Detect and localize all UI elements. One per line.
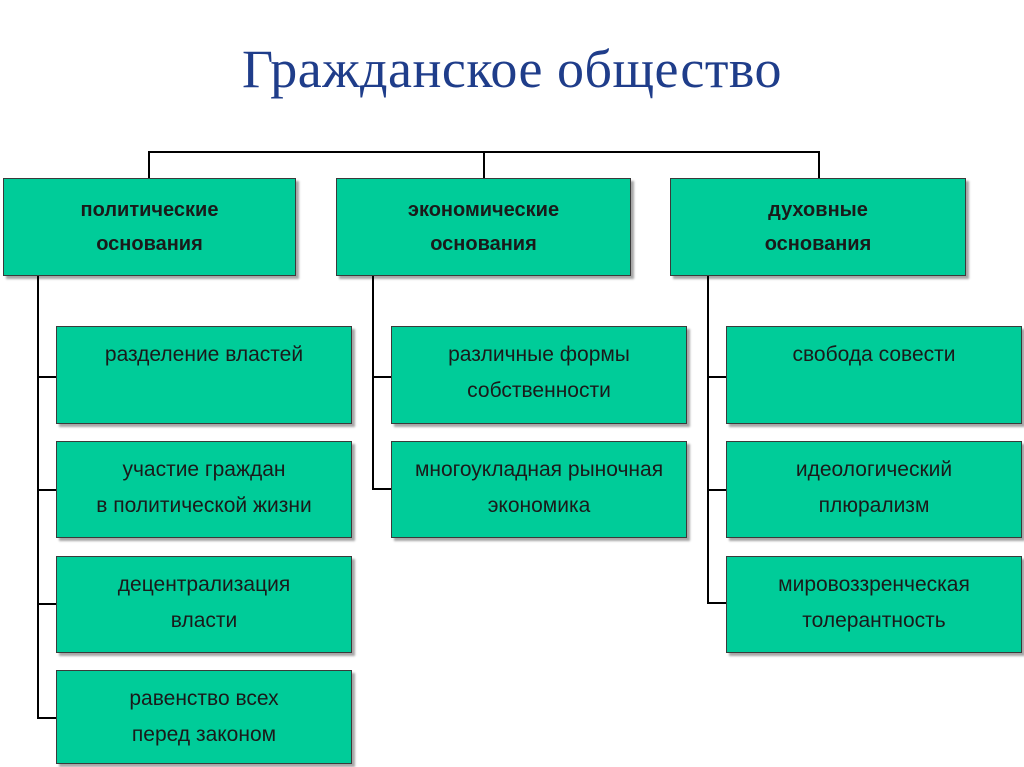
spine-economic: [372, 276, 374, 490]
political-item-4: равенство всех перед законом: [56, 670, 352, 764]
branch-economic-2: [372, 488, 391, 490]
spine-political: [37, 276, 39, 719]
category-economic: экономические основания: [336, 178, 631, 276]
economic-item-1-label: различные формы собственности: [448, 343, 630, 402]
branch-spiritual-3: [707, 602, 726, 604]
category-spiritual: духовные основания: [670, 178, 966, 276]
political-item-1: разделение властей: [56, 326, 352, 424]
branch-political-3: [37, 603, 56, 605]
economic-item-2: многоукладная рыночная экономика: [391, 441, 687, 538]
category-economic-label: экономические основания: [407, 199, 560, 255]
category-political-label: политические основания: [80, 199, 219, 255]
political-item-3: децентрализация власти: [56, 556, 352, 653]
branch-political-2: [37, 489, 56, 491]
category-political: политические основания: [3, 178, 296, 276]
branch-political-1: [37, 376, 56, 378]
spiritual-item-3: мировоззренческая толерантность: [726, 556, 1022, 653]
political-item-4-label: равенство всех перед законом: [129, 687, 279, 746]
political-item-3-label: децентрализация власти: [117, 573, 291, 632]
branch-political-4: [37, 717, 56, 719]
spine-spiritual: [707, 276, 709, 604]
branch-spiritual-2: [707, 489, 726, 491]
political-item-2: участие граждан в политической жизни: [56, 441, 352, 538]
spiritual-item-1: свобода совести: [726, 326, 1022, 424]
spiritual-item-1-label: свобода совести: [792, 343, 956, 366]
political-item-1-label: разделение властей: [104, 343, 304, 366]
economic-item-1: различные формы собственности: [391, 326, 687, 424]
spiritual-item-2-label: идеологический плюрализм: [795, 458, 953, 517]
connector-drop-spiritual: [818, 151, 820, 179]
diagram-title: Гражданское общество: [241, 39, 783, 99]
category-spiritual-label: духовные основания: [764, 199, 872, 255]
political-item-2-label: участие граждан в политической жизни: [96, 458, 312, 517]
branch-spiritual-1: [707, 376, 726, 378]
spiritual-item-3-label: мировоззренческая толерантность: [778, 573, 970, 632]
branch-economic-1: [372, 376, 391, 378]
spiritual-item-2: идеологический плюрализм: [726, 441, 1022, 538]
economic-item-2-label: многоукладная рыночная экономика: [414, 458, 664, 517]
connector-drop-political: [148, 151, 150, 179]
connector-drop-economic: [483, 151, 485, 179]
